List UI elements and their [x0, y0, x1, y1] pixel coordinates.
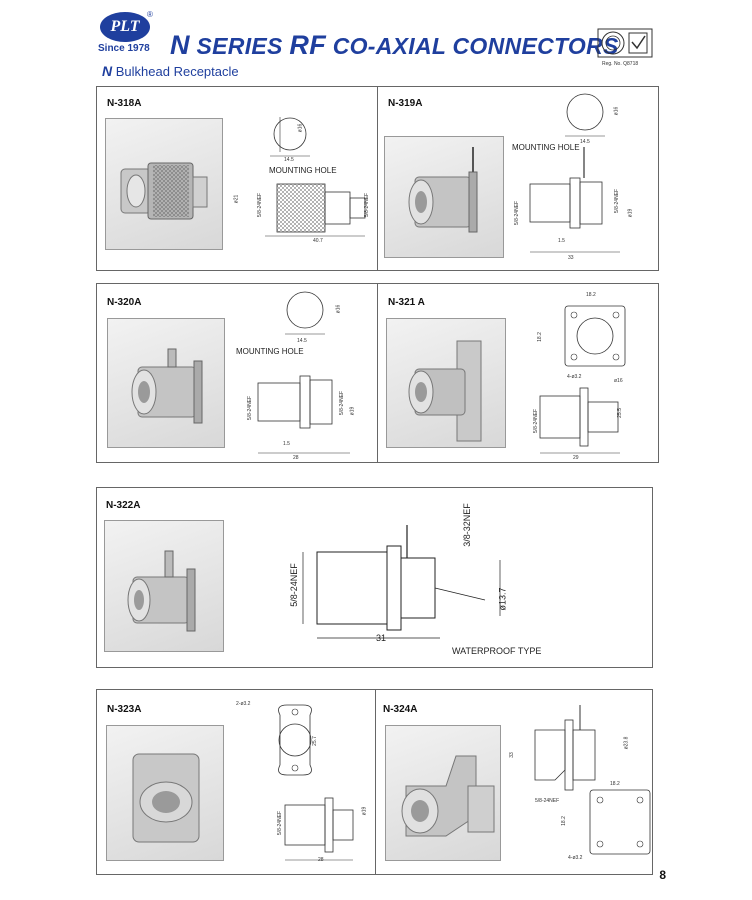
dim: 25.5	[616, 408, 623, 418]
dim: 31	[376, 633, 387, 643]
dim: 18.2	[610, 781, 620, 787]
n-320a-note: MOUNTING HOLE	[236, 347, 304, 356]
dim: ø23.8	[623, 736, 630, 750]
dim: ø16	[614, 378, 623, 384]
page-subtitle: N Bulkhead Receptacle	[102, 63, 239, 79]
reg-number: Reg. No. Q8718	[602, 61, 639, 67]
model-n-318a: N-318A	[107, 98, 142, 109]
dim: 5/8-24NEF	[533, 408, 540, 434]
dim: 14.5	[297, 338, 307, 344]
dim: 5/8-24NEF	[277, 810, 284, 836]
row1-divider	[377, 86, 378, 271]
dim: 33	[508, 752, 515, 758]
n-324a-photo	[385, 725, 501, 861]
n-320a-photo	[107, 318, 225, 448]
dim: 5/8-24NEF	[614, 188, 621, 214]
dim: 2-ø3.2	[236, 701, 251, 707]
dim: 5/8-24NEF	[364, 192, 371, 218]
connector-image	[132, 753, 200, 843]
n-318a-photo	[105, 118, 223, 250]
dim: ø13.7	[497, 587, 508, 611]
n-319a-drawing	[529, 93, 620, 253]
dim: ø19	[361, 806, 368, 816]
dim: 5/8-24NEF	[535, 798, 560, 804]
dim: 14.5	[284, 157, 294, 163]
dim: 5/8-24NEF	[247, 395, 254, 421]
n-319a-photo	[384, 136, 504, 258]
dim: 29	[573, 455, 579, 461]
page-title: N SERIES RF CO-AXIAL CONNECTORS	[170, 30, 619, 61]
n-320a-drawing	[257, 291, 350, 454]
dim: 18.2	[560, 816, 567, 826]
n-318a-drawing	[265, 117, 366, 237]
n-321a-photo	[386, 318, 506, 448]
dim: ø16	[613, 106, 620, 116]
connector-image	[408, 340, 482, 442]
certification-badge-icon	[597, 28, 653, 58]
model-n-323a: N-323A	[107, 704, 142, 715]
dim: ø21	[233, 194, 240, 204]
model-n-324a: N-324A	[383, 704, 418, 715]
connector-image	[120, 162, 208, 220]
n-318a-note: MOUNTING HOLE	[269, 166, 337, 175]
connector-image	[127, 550, 196, 632]
dim: 28	[293, 455, 299, 461]
title-rf: RF	[289, 30, 326, 60]
n-321a-drawing	[539, 305, 626, 454]
dim: 18.2	[536, 332, 543, 342]
subtitle-n: N	[102, 63, 113, 79]
dim: 4-ø3.2	[568, 855, 583, 861]
dim: 1.5	[558, 238, 565, 244]
title-n: N	[170, 30, 190, 60]
n-323a-photo	[106, 725, 224, 861]
connector-image	[408, 147, 478, 233]
row2-divider	[377, 283, 378, 463]
connector-image	[131, 348, 203, 424]
n-324a-drawing	[534, 705, 651, 855]
row3-frame	[96, 487, 653, 668]
registered-mark: ®	[147, 10, 153, 19]
subtitle-text: Bulkhead Receptacle	[115, 64, 239, 79]
title-series: SERIES	[196, 33, 283, 59]
logo-text: PLT	[110, 18, 140, 35]
n-323a-drawing	[278, 704, 354, 861]
dim: 5/8-24NEF	[288, 563, 299, 607]
dim: 5/8-24NEF	[257, 192, 264, 218]
dim: 5/8-24NEF	[514, 200, 521, 226]
dim: 14.5	[580, 139, 590, 145]
dim: 25.7	[311, 736, 318, 746]
dim: ø16	[297, 123, 304, 133]
model-n-321a: N-321 A	[388, 297, 425, 308]
dim: 18.2	[586, 292, 596, 298]
model-n-320a: N-320A	[107, 297, 142, 308]
n-319a-note: MOUNTING HOLE	[512, 143, 580, 152]
dim: 28	[318, 857, 324, 863]
dim: ø16	[335, 304, 342, 314]
dim: ø19	[349, 406, 356, 416]
dim: 4-ø3.2	[567, 374, 582, 380]
dim: 33	[568, 255, 574, 261]
row4-frame	[96, 689, 653, 875]
row4-divider	[375, 689, 376, 875]
n-322a-drawing	[302, 525, 501, 639]
dim: ø19	[627, 208, 634, 218]
model-n-322a: N-322A	[106, 500, 141, 511]
dim: 1.5	[283, 441, 290, 447]
dim: 3/8-32NEF	[461, 503, 472, 547]
dim: 5/8-24NEF	[339, 390, 346, 416]
page-number: 8	[659, 868, 666, 882]
dim: 40.7	[313, 238, 323, 244]
since-year: Since 1978	[98, 43, 150, 54]
n-322a-photo	[104, 520, 224, 652]
n-322a-note: WATERPROOF TYPE	[452, 646, 542, 656]
plt-logo: PLT	[100, 12, 150, 42]
model-n-319a: N-319A	[388, 98, 423, 109]
title-rest: CO-AXIAL CONNECTORS	[332, 33, 619, 59]
connector-image	[401, 755, 495, 837]
